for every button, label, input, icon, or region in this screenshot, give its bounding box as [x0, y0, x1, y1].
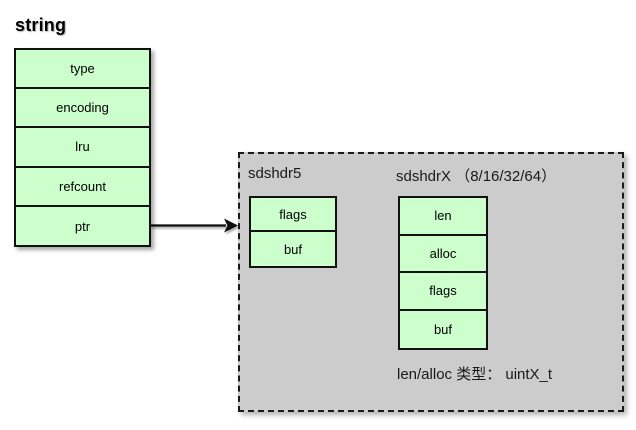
sdshdr5-field-buf: buf: [283, 241, 303, 257]
struct-field-encoding: encoding: [16, 89, 149, 129]
page-title: string: [15, 15, 67, 35]
group-label-sdshdr5: sdshdr5: [248, 165, 302, 182]
sdshdr5-struct: flags buf: [249, 196, 337, 268]
struct-field-lru: lru: [16, 128, 149, 168]
sds-type-caption: len/alloc 类型： uintX_t: [397, 366, 553, 383]
sdshdrx-field-buf: buf: [433, 321, 453, 337]
sdshdr5-field-flags: flags: [251, 198, 335, 232]
redis-object-struct: type encoding lru refcount ptr: [14, 48, 151, 247]
sdshdrx-struct: len alloc flags buf: [398, 196, 488, 350]
struct-field-ptr: ptr: [74, 218, 91, 234]
struct-field-refcount: refcount: [16, 168, 149, 207]
struct-field-type: type: [16, 50, 149, 90]
sdshdrx-field-flags: flags: [400, 273, 486, 311]
sdshdrx-field-alloc: alloc: [400, 236, 486, 273]
ptr-to-sds-arrow-icon: [150, 218, 238, 233]
group-label-sdshdrx: sdshdrX （8/16/32/64）: [396, 168, 557, 185]
sdshdrx-field-len: len: [400, 198, 486, 236]
